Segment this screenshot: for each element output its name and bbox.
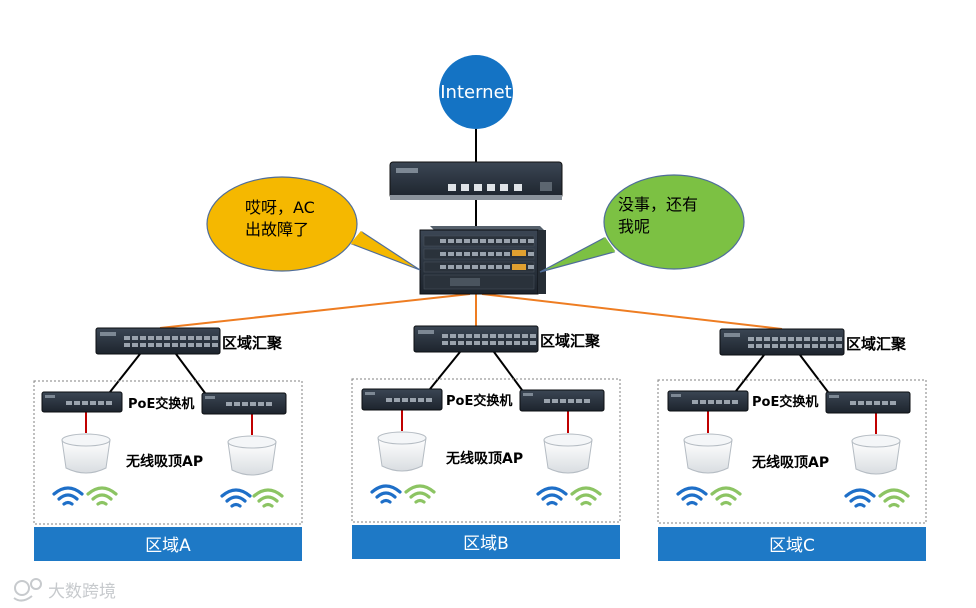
agg-c-to-poe-right: [799, 354, 829, 393]
agg-c-to-poe-left: [735, 354, 765, 392]
agg-b-to-poe-right: [493, 351, 523, 391]
poe-label-a: PoE交换机: [128, 396, 194, 412]
aggregation-label-a: 区域汇聚: [222, 334, 283, 352]
wifi-blue-icon: [676, 486, 708, 506]
ceiling-ap-a2: [227, 435, 277, 476]
gateway-router: [389, 161, 563, 200]
wifi-green-icon: [252, 488, 284, 508]
wifi-blue-icon: [220, 488, 252, 508]
zone-name-c: 区域C: [769, 536, 815, 556]
wifi-green-icon: [710, 486, 742, 506]
internet-label: Internet: [440, 82, 511, 103]
wifi-green-icon: [570, 486, 602, 506]
uplink-to-zone-a: [159, 293, 471, 329]
wifi-blue-icon: [370, 484, 402, 504]
speech-bubble-left-line1: 哎呀，AC: [245, 198, 315, 217]
poe-switch-c-left: [667, 390, 749, 412]
ceiling-ap-b1: [377, 431, 427, 472]
poe-switch-b-right: [519, 389, 605, 412]
uplink-to-zone-c: [481, 293, 783, 330]
zone-frame-c: [657, 379, 927, 524]
aggregation-switch-c: [719, 328, 845, 356]
speech-bubble-left: 哎呀，AC 出故障了: [206, 176, 421, 272]
poe-label-b: PoE交换机: [446, 393, 512, 409]
poe-switch-a-left: [41, 391, 123, 413]
speech-bubble-right: 没事，还有 我呢: [539, 174, 745, 273]
zone-bar-c: 区域C: [658, 527, 926, 561]
wifi-blue-icon: [52, 486, 84, 506]
ceiling-ap-b2: [543, 433, 593, 474]
watermark-text: 大数跨境: [48, 582, 116, 602]
ap-label-c: 无线吸顶AP: [751, 454, 829, 471]
wifi-blue-icon: [536, 486, 568, 506]
poe-switch-a-right: [201, 392, 287, 415]
poe-label-c: PoE交换机: [752, 394, 818, 410]
wifi-icons: [52, 484, 910, 508]
aggregation-label-c: 区域汇聚: [846, 335, 907, 353]
watermark-logo-icon: [13, 578, 42, 602]
aggregation-switch-a: [95, 327, 221, 355]
zone-bar-a: 区域A: [34, 527, 302, 561]
zone-bar-b: 区域B: [352, 525, 620, 559]
internet-circle: [439, 55, 513, 129]
agg-a-to-poe-right: [175, 353, 206, 394]
ceiling-ap-c1: [683, 433, 733, 474]
ceiling-ap-a1: [61, 433, 111, 474]
wifi-blue-icon: [844, 488, 876, 508]
zone-frame-a: [33, 380, 303, 525]
ap-label-b: 无线吸顶AP: [445, 450, 523, 467]
internet-node: Internet: [439, 55, 513, 129]
zone-frame-b: [351, 378, 621, 523]
wifi-green-icon: [878, 488, 910, 508]
connections: [85, 128, 877, 435]
core-chassis-switch: [419, 226, 546, 295]
ap-label-a: 无线吸顶AP: [125, 453, 203, 470]
poe-switch-c-right: [825, 391, 911, 414]
poe-switch-b-left: [361, 388, 443, 411]
ceiling-ap-c2: [851, 434, 901, 475]
speech-bubble-right-line2: 我呢: [618, 217, 650, 236]
agg-b-to-poe-left: [429, 351, 461, 390]
zone-name-a: 区域A: [145, 536, 191, 556]
agg-a-to-poe-left: [109, 353, 141, 393]
aggregation-switch-b: [413, 325, 539, 353]
speech-bubble-left-line2: 出故障了: [245, 220, 309, 239]
wifi-green-icon: [404, 484, 436, 504]
speech-bubble-right-line1: 没事，还有: [618, 195, 698, 214]
zone-name-b: 区域B: [463, 534, 509, 554]
watermark: 大数跨境: [13, 578, 116, 602]
aggregation-label-b: 区域汇聚: [540, 332, 601, 350]
wifi-green-icon: [86, 486, 118, 506]
